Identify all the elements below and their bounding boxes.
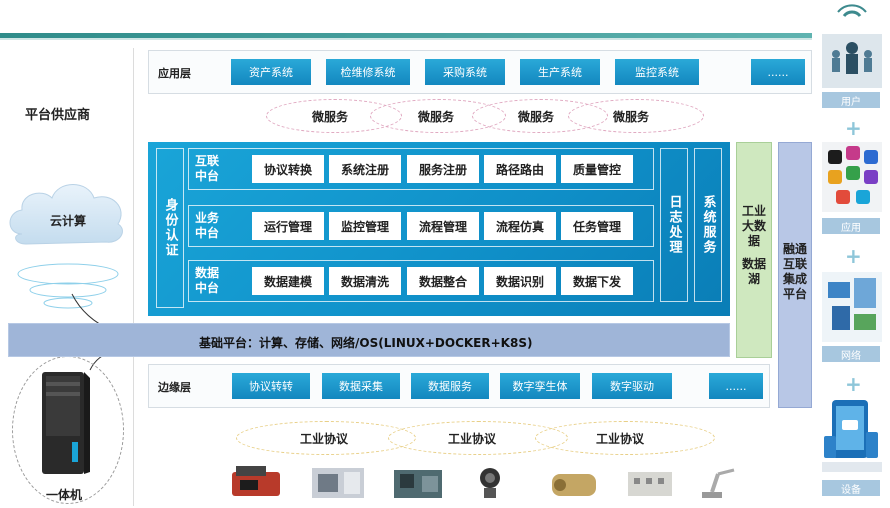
btn-data-dispatch[interactable]: 数据下发: [561, 267, 633, 295]
log-frame: [660, 148, 688, 302]
btn-operation-mgmt[interactable]: 运行管理: [252, 212, 324, 240]
cnc-machine-icon: [232, 466, 280, 496]
platform-provider-label: 平台供应商: [25, 108, 91, 123]
fusion-bar: [778, 142, 812, 408]
app-maintenance-system[interactable]: 检维修系统: [326, 59, 410, 85]
microservice-label-4: 微服务: [613, 110, 650, 124]
bigdata-text-wrap: 工业大数据 数据湖: [736, 150, 772, 350]
compressor-icon: [394, 470, 442, 498]
edge-digital-drive[interactable]: 数字驱动: [592, 373, 672, 399]
edge-more[interactable]: ......: [709, 373, 763, 399]
row-business: [188, 205, 654, 247]
edge-layer-label: 边缘层: [158, 381, 191, 394]
controller-box-icon: [628, 472, 672, 496]
edge-protocol-conv[interactable]: 协议转转: [232, 373, 310, 399]
sys-frame: [694, 148, 722, 302]
auth-frame: [156, 148, 184, 308]
microservice-label-3: 微服务: [518, 110, 555, 124]
cloud-icon: [9, 184, 123, 309]
protocol-ellipse-3: [535, 421, 715, 455]
btn-data-recognition[interactable]: 数据识别: [484, 267, 556, 295]
btn-monitor-mgmt[interactable]: 监控管理: [329, 212, 401, 240]
industrial-devices-row: [232, 466, 735, 498]
btn-quality-control[interactable]: 质量管控: [561, 155, 633, 183]
app-production-system[interactable]: 生产系统: [520, 59, 600, 85]
app-asset-system[interactable]: 资产系统: [231, 59, 311, 85]
plus-icon-1: +: [845, 116, 862, 140]
btn-system-register[interactable]: 系统注册: [329, 155, 401, 183]
plus-icon-2: +: [845, 244, 862, 268]
edge-digital-twin[interactable]: 数字孪生体: [500, 373, 580, 399]
microservice-ellipse-4: [568, 99, 704, 133]
app-monitoring-system[interactable]: 监控系统: [615, 59, 699, 85]
camera-sensor-icon: [480, 468, 500, 498]
row-label-interconnect: 互联中台: [194, 154, 219, 183]
btn-path-routing[interactable]: 路径路由: [484, 155, 556, 183]
robot-arm-icon: [702, 468, 735, 498]
btn-data-cleaning[interactable]: 数据清洗: [329, 267, 401, 295]
btn-service-register[interactable]: 服务注册: [407, 155, 479, 183]
btn-data-modeling[interactable]: 数据建模: [252, 267, 324, 295]
devices-icon: [822, 400, 882, 472]
row-data: [188, 260, 654, 302]
top-accent-bar-light: [0, 38, 812, 40]
users-icon: [822, 4, 882, 88]
auth-label: 身份认证: [162, 198, 178, 258]
fusion-text: 融通互联集成平台: [782, 242, 807, 301]
bigdata-text-2: 数据湖: [741, 257, 766, 286]
row-interconnect: [188, 148, 654, 190]
network-icon: [822, 272, 882, 342]
right-label-network: 网络: [822, 346, 880, 362]
protocol-label-3: 工业协议: [596, 432, 645, 446]
btn-protocol-conversion[interactable]: 协议转换: [252, 155, 324, 183]
protocol-label-1: 工业协议: [300, 432, 349, 446]
app-layer-label: 应用层: [158, 67, 191, 80]
app-procurement-system[interactable]: 采购系统: [425, 59, 505, 85]
row-label-business: 业务中台: [194, 211, 219, 240]
btn-process-mgmt[interactable]: 流程管理: [407, 212, 479, 240]
cloud-label: 云计算: [50, 214, 87, 228]
bigdata-text-1: 工业大数据: [741, 204, 766, 248]
right-label-devices: 设备: [822, 480, 880, 496]
microservice-label-2: 微服务: [418, 110, 455, 124]
row-label-data: 数据中台: [194, 266, 219, 295]
plus-icon-3: +: [845, 372, 862, 396]
top-accent-bar: [0, 33, 812, 38]
press-machine-icon: [312, 468, 364, 498]
server-tower-icon: [42, 372, 90, 474]
app-more[interactable]: ......: [751, 59, 805, 85]
apps-icon: [822, 142, 882, 212]
btn-process-sim[interactable]: 流程仿真: [484, 212, 556, 240]
bigdata-bar: [736, 142, 772, 358]
base-platform: [8, 323, 730, 357]
log-label: 日志处理: [666, 195, 682, 255]
protocol-label-2: 工业协议: [448, 432, 497, 446]
sys-label: 系统服务: [700, 195, 716, 255]
btn-task-mgmt[interactable]: 任务管理: [561, 212, 633, 240]
machine-label: 一体机: [46, 488, 83, 502]
base-platform-text: 基础平台：计算、存储、网络/OS(LINUX+DOCKER+K8S): [199, 336, 533, 350]
edge-data-collection[interactable]: 数据采集: [322, 373, 400, 399]
microservice-label-1: 微服务: [312, 110, 349, 124]
btn-data-integration[interactable]: 数据整合: [407, 267, 479, 295]
right-label-apps: 应用: [822, 218, 880, 234]
right-label-users: 用户: [822, 92, 880, 108]
left-divider: [133, 48, 134, 506]
engine-icon: [552, 474, 596, 496]
edge-data-service[interactable]: 数据服务: [411, 373, 489, 399]
